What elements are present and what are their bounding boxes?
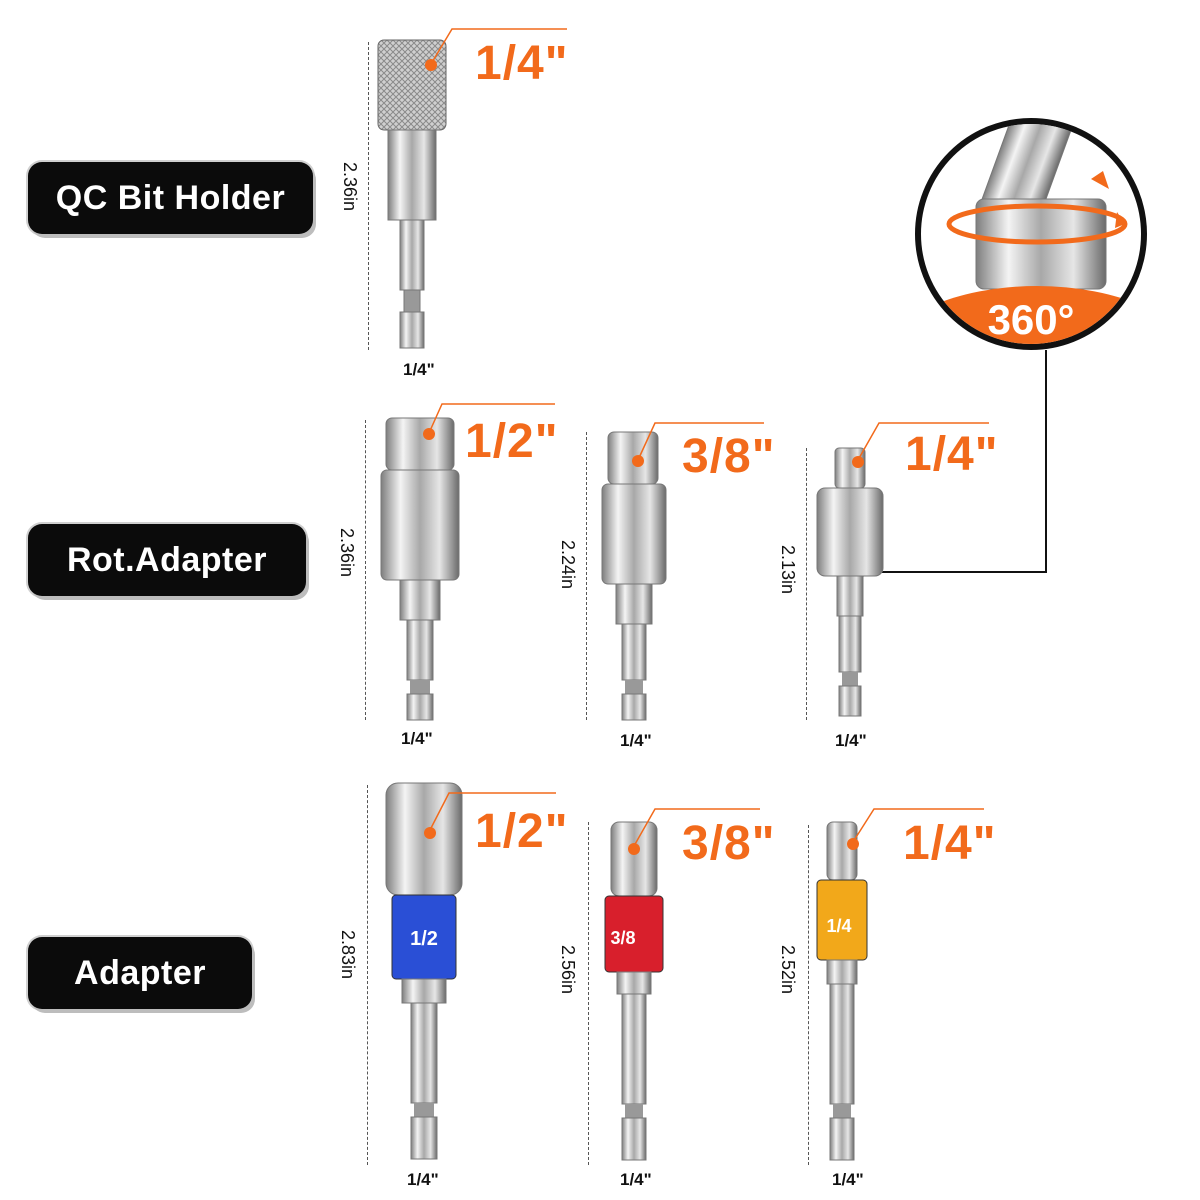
rot3-size-dot (852, 456, 864, 468)
qc-bit-holder-tool (377, 39, 447, 349)
rot2-size-leader (637, 422, 764, 461)
rot1-length-label: 2.36in (337, 528, 357, 578)
qc-shank-label: 1/4" (403, 360, 435, 379)
ad2-band-text: 3/8 (610, 928, 635, 948)
rotation-callout: 360° (915, 118, 1147, 350)
ad3-size-leader (852, 808, 984, 843)
ad3-length-label: 2.52in (778, 945, 798, 995)
rot1-dim-line (365, 420, 366, 720)
ad2-length-label: 2.56in (558, 945, 578, 995)
rot3-length-label: 2.13in (778, 545, 798, 595)
ad3-band-text: 1/4 (826, 916, 851, 936)
rot2-tool (601, 431, 667, 721)
ad3-tool: 1/4 (816, 821, 868, 1161)
qc-bit-holder-label: QC Bit Holder (28, 162, 313, 234)
rot2-dim-line (586, 432, 587, 720)
rot-adapter-label: Rot.Adapter (28, 524, 306, 596)
ad1-band-text: 1/2 (410, 928, 438, 950)
qc-size-label: 1/4" (475, 37, 569, 90)
rot2-shank-label: 1/4" (620, 731, 652, 750)
ad2-size-dot (628, 843, 640, 855)
adapter-label: Adapter (28, 937, 252, 1009)
ad2-size-label: 3/8" (682, 817, 776, 870)
rot1-size-leader (428, 403, 555, 434)
rot1-tool (380, 417, 460, 721)
ad2-size-leader (633, 808, 760, 847)
rot2-size-dot (632, 455, 644, 467)
rot1-size-label: 1/2" (465, 415, 559, 468)
rot3-dim-line (806, 448, 807, 720)
rot2-length-label: 2.24in (558, 540, 578, 590)
rot1-size-dot (423, 428, 435, 440)
qc-dim-line (368, 42, 369, 350)
ad3-shank-label: 1/4" (832, 1170, 864, 1189)
ad1-size-leader (429, 792, 556, 831)
ad3-size-label: 1/4" (903, 817, 997, 870)
ad1-size-dot (424, 827, 436, 839)
ad2-shank-label: 1/4" (620, 1170, 652, 1189)
ad3-dim-line (808, 825, 809, 1165)
ad2-dim-line (588, 822, 589, 1165)
rot3-size-label: 1/4" (905, 428, 999, 481)
rot1-shank-label: 1/4" (401, 729, 433, 748)
ad1-length-label: 2.83in (338, 930, 358, 980)
ad1-size-label: 1/2" (475, 805, 569, 858)
rot3-size-leader (857, 422, 989, 461)
ad1-shank-label: 1/4" (407, 1170, 439, 1189)
ad1-dim-line (367, 785, 368, 1165)
qc-length-label: 2.36in (340, 162, 360, 212)
qc-size-leader (430, 28, 567, 65)
rot2-size-label: 3/8" (682, 430, 776, 483)
ad2-tool: 3/8 (604, 821, 664, 1161)
ad1-tool: 1/2 (385, 782, 463, 1160)
ad3-size-dot (847, 838, 859, 850)
rotation-callout-text: 360° (987, 296, 1075, 343)
qc-size-dot (425, 59, 437, 71)
rot3-shank-label: 1/4" (835, 731, 867, 750)
rot3-tool (816, 447, 884, 717)
